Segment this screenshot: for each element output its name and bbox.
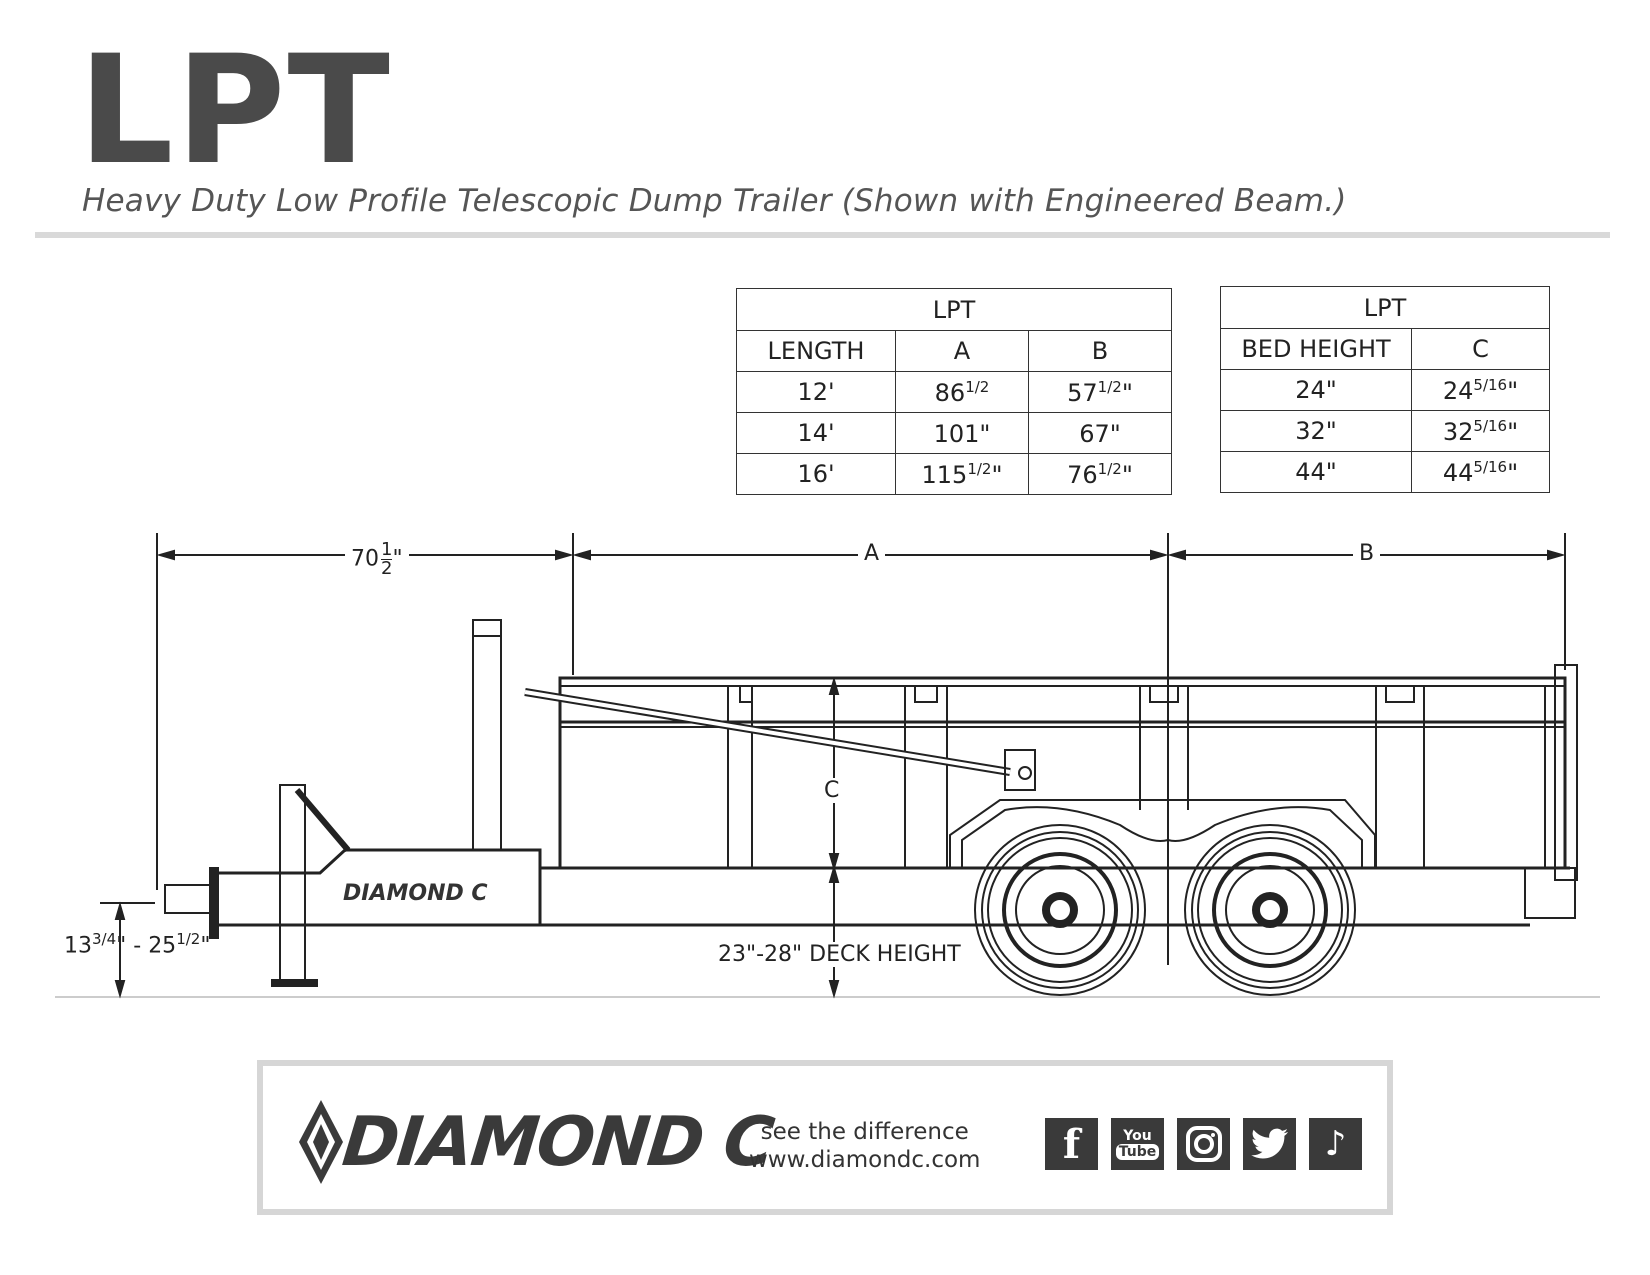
column-header-length: LENGTH [736,330,896,372]
cell-bed-height: 24" [1220,369,1412,411]
cell-a: 1151/2" [895,453,1029,495]
cell-b: 761/2" [1028,453,1172,495]
table-row: 14' 101" 67" [736,412,1172,454]
dimension-c-label: C [820,778,844,803]
cell-length: 16' [736,453,896,495]
cell-length: 14' [736,412,896,454]
cell-a: 101" [895,412,1029,454]
table-title: LPT [736,288,1172,331]
column-header-bed-height: BED HEIGHT [1220,328,1412,370]
deck-height-label: 23"-28" DECK HEIGHT [712,942,967,967]
cell-c: 445/16" [1411,451,1550,493]
cell-c: 325/16" [1411,410,1550,452]
tagline-block: see the difference www.diamondc.com [749,1118,980,1174]
length-dimension-table: LPT LENGTH A B 12' 861/2 571/2" 14' 101"… [736,288,1172,495]
table-row: 24" 245/16" [1220,369,1550,411]
cell-length: 12' [736,371,896,413]
page-title: LPT [78,24,392,198]
tiktok-icon[interactable]: ♪ [1309,1118,1362,1170]
footer-banner: DIAMOND C see the difference www.diamond… [257,1060,1393,1215]
header-divider [35,232,1610,238]
cell-b: 571/2" [1028,371,1172,413]
website-link[interactable]: www.diamondc.com [749,1147,981,1173]
column-header-b: B [1028,330,1172,372]
table-title: LPT [1220,286,1550,329]
cell-b: 67" [1028,412,1172,454]
dimension-b-label: B [1353,541,1381,566]
column-header-a: A [895,330,1029,372]
page-subtitle: Heavy Duty Low Profile Telescopic Dump T… [82,183,1347,219]
brand-logo[interactable]: DIAMOND C [299,1100,776,1184]
dimension-a-label: A [858,541,886,566]
diamond-icon [299,1100,343,1184]
table-row: 32" 325/16" [1220,410,1550,452]
cell-a: 861/2 [895,371,1029,413]
brand-name: DIAMOND C [338,1102,776,1182]
facebook-icon[interactable]: f [1045,1118,1098,1170]
instagram-icon[interactable] [1177,1118,1230,1170]
cell-c: 245/16" [1411,369,1550,411]
bed-height-table: LPT BED HEIGHT C 24" 245/16" 32" 325/16"… [1220,286,1550,493]
cell-bed-height: 32" [1220,410,1412,452]
table-row: 44" 445/16" [1220,451,1550,493]
tongue-logo: DIAMOND C [343,881,488,906]
column-header-c: C [1411,328,1550,370]
coupler-height-label: 133/4" - 251/2" [64,930,211,959]
cell-bed-height: 44" [1220,451,1412,493]
twitter-icon[interactable] [1243,1118,1296,1170]
tagline: see the difference [760,1119,969,1145]
table-row: 12' 861/2 571/2" [736,371,1172,413]
trailer-side-view-drawing: DIAMOND C [55,533,1600,999]
table-row: 16' 1151/2" 761/2" [736,453,1172,495]
